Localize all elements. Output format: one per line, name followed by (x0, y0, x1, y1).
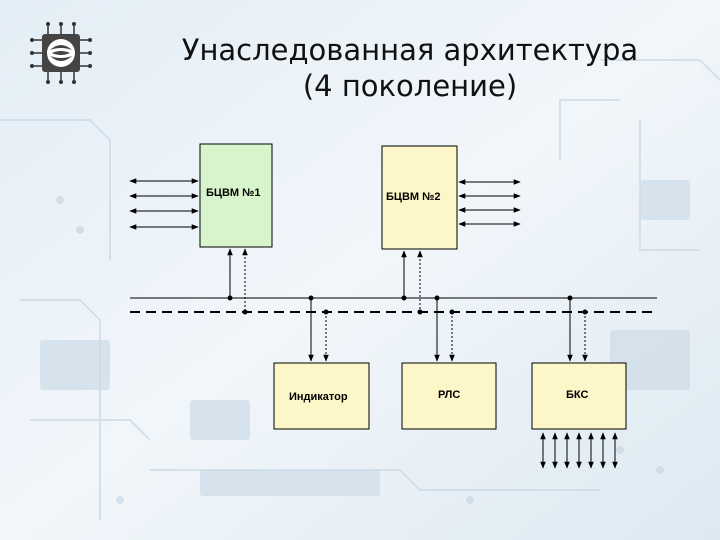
block-bks-label: БКС (566, 389, 588, 401)
chip-logo-icon (30, 22, 92, 84)
block-rls: РЛС (401, 362, 497, 430)
block-bcvm2-box (381, 145, 458, 250)
block-rls-box (401, 362, 497, 430)
bcvm1-external-links (129, 178, 199, 230)
bcvm2-solid-bus-node (401, 295, 407, 301)
block-bcvm1-box (199, 143, 273, 248)
block-rls-label: РЛС (438, 389, 460, 401)
block-indicator-label: Индикатор (289, 391, 348, 403)
bcvm1-solid-bus-node (227, 295, 233, 301)
block-indicator-box (273, 362, 370, 430)
bks-solid-bus-node (567, 295, 573, 301)
bcvm2-external-links (458, 179, 521, 227)
bks-dashed-bus-node (582, 309, 588, 315)
bcvm1-dashed-bus-node (242, 309, 248, 315)
block-bks-box (531, 362, 627, 430)
bks-external-links (540, 432, 618, 469)
indicator-dashed-bus-node (323, 309, 329, 315)
block-indicator: Индикатор (273, 362, 370, 430)
title-line-2: (4 поколение) (302, 69, 518, 103)
block-bcvm2-label: БЦВМ №2 (386, 191, 440, 203)
block-bcvm2: БЦВМ №2 (381, 145, 458, 250)
rls-solid-bus-node (434, 295, 440, 301)
rls-dashed-bus-node (449, 309, 455, 315)
block-bcvm1: БЦВМ №1 (199, 143, 273, 248)
bcvm2-dashed-bus-node (417, 309, 423, 315)
slide-title: Унаследованная архитектура (4 поколение) (160, 32, 660, 104)
block-bks: БКС (531, 362, 627, 430)
block-bcvm1-label: БЦВМ №1 (206, 187, 260, 199)
title-line-1: Унаследованная архитектура (181, 33, 639, 67)
indicator-solid-bus-node (308, 295, 314, 301)
